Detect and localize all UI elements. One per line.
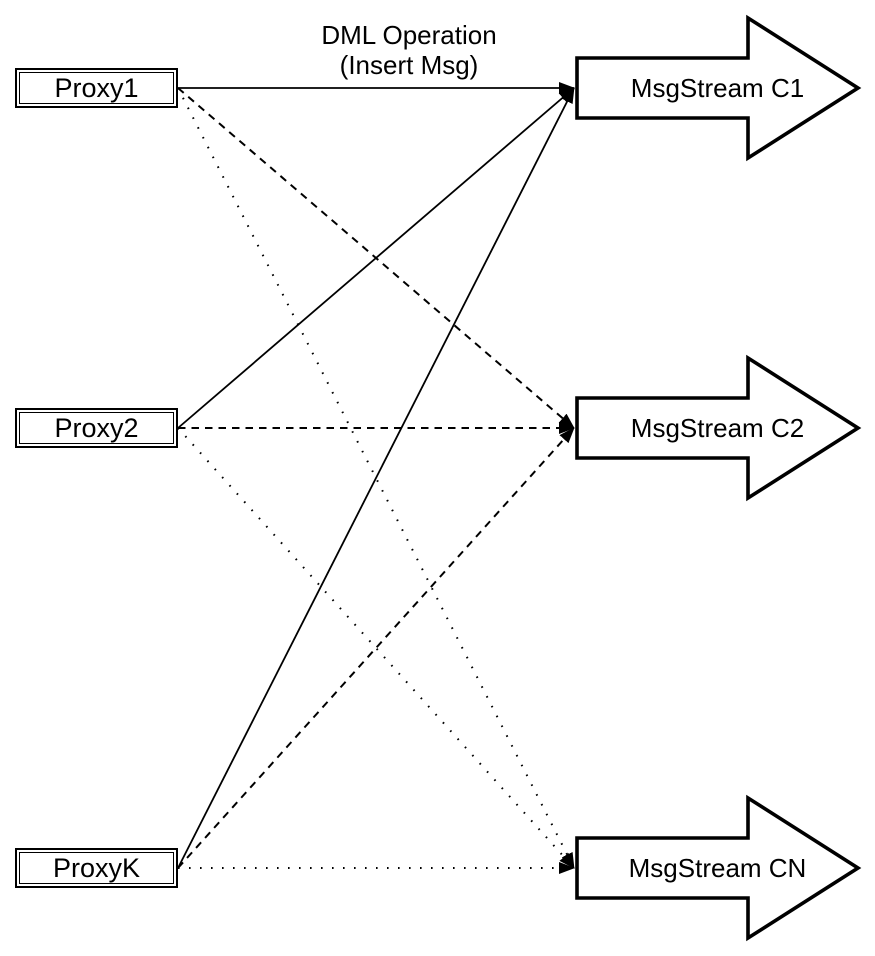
connector-proxyk-c2 xyxy=(177,427,575,869)
node-proxy1-label: Proxy1 xyxy=(54,72,139,103)
node-proxyk-inner-border: ProxyK xyxy=(19,852,174,884)
node-proxy1: Proxy1 xyxy=(15,68,178,108)
node-msgstream-c2-arrow xyxy=(575,354,862,502)
node-proxy2-inner-border: Proxy2 xyxy=(19,412,174,444)
diagram-caption: DML Operation (Insert Msg) xyxy=(259,20,559,80)
node-proxyk: ProxyK xyxy=(15,848,178,888)
node-proxy1-inner-border: Proxy1 xyxy=(19,72,174,104)
caption-line-1: DML Operation xyxy=(321,20,497,50)
node-proxy2-label: Proxy2 xyxy=(54,412,139,443)
node-proxy2: Proxy2 xyxy=(15,408,178,448)
connector-layer xyxy=(177,82,575,874)
connector-proxy2-c1 xyxy=(177,87,575,429)
caption-line-2: (Insert Msg) xyxy=(339,50,479,80)
connector-proxyk-c1 xyxy=(177,87,575,869)
node-proxyk-label: ProxyK xyxy=(52,852,141,883)
node-msgstream-cn-arrow xyxy=(575,794,862,942)
node-msgstream-c1-arrow xyxy=(575,14,862,162)
